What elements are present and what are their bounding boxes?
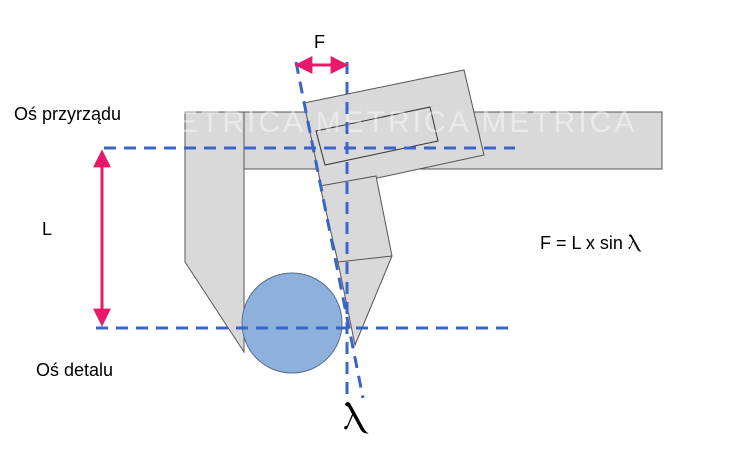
offset-label: F [314,32,325,52]
angle-symbol: Ⲗ [343,398,366,438]
measured-ball [241,272,343,374]
instrument-axis-label: Oś przyrządu [14,104,122,124]
movable-jaw-edge [337,255,393,263]
fixed-jaw [184,111,245,354]
watermark-text: METRICA METRICA METRICA [150,106,637,139]
part-axis-label: Oś detalu [36,360,114,380]
tilted-jaw-line [294,61,365,399]
length-label: L [42,219,53,239]
formula-label: F = L x sin Ⲗ [540,233,640,253]
